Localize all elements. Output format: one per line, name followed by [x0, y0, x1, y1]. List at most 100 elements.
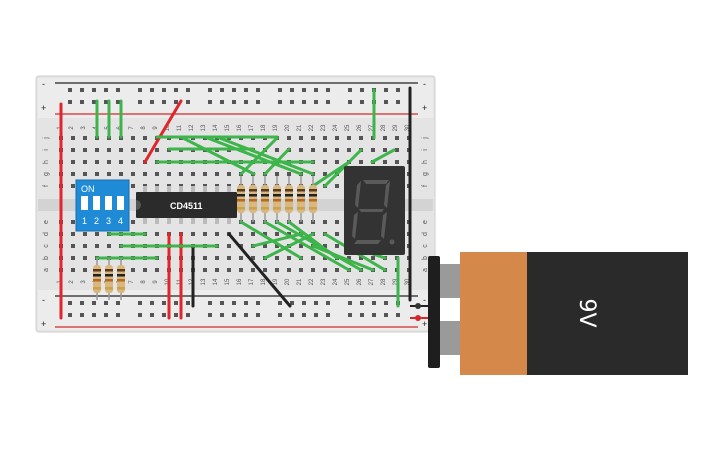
breadboard-hole[interactable] — [383, 160, 387, 164]
breadboard-hole[interactable] — [83, 172, 87, 176]
breadboard-hole[interactable] — [232, 313, 236, 317]
resistor[interactable] — [93, 258, 101, 300]
breadboard-hole[interactable] — [131, 136, 135, 140]
breadboard-hole[interactable] — [191, 232, 195, 236]
breadboard-hole[interactable] — [104, 301, 108, 305]
breadboard-hole[interactable] — [396, 313, 400, 317]
breadboard-hole[interactable] — [239, 268, 243, 272]
breadboard-hole[interactable] — [251, 256, 255, 260]
breadboard-hole[interactable] — [143, 148, 147, 152]
breadboard-hole[interactable] — [359, 256, 363, 260]
breadboard-hole[interactable] — [395, 148, 399, 152]
wire-green[interactable] — [239, 136, 279, 176]
breadboard-hole[interactable] — [360, 313, 364, 317]
breadboard-hole[interactable] — [232, 88, 236, 92]
breadboard-hole[interactable] — [302, 88, 306, 92]
breadboard-hole[interactable] — [348, 301, 352, 305]
breadboard-hole[interactable] — [314, 301, 318, 305]
breadboard-hole[interactable] — [371, 148, 375, 152]
breadboard-hole[interactable] — [335, 184, 339, 188]
breadboard-hole[interactable] — [335, 244, 339, 248]
resistor-array-inputs[interactable] — [93, 258, 125, 300]
breadboard-hole[interactable] — [287, 172, 291, 176]
breadboard-hole[interactable] — [174, 313, 178, 317]
breadboard-hole[interactable] — [80, 88, 84, 92]
breadboard-hole[interactable] — [68, 88, 72, 92]
breadboard-hole[interactable] — [263, 244, 267, 248]
breadboard-hole[interactable] — [256, 100, 260, 104]
breadboard-hole[interactable] — [162, 313, 166, 317]
breadboard-hole[interactable] — [326, 100, 330, 104]
breadboard-hole[interactable] — [232, 301, 236, 305]
breadboard-hole[interactable] — [278, 313, 282, 317]
breadboard-hole[interactable] — [186, 88, 190, 92]
breadboard-hole[interactable] — [244, 100, 248, 104]
cd4511-chip[interactable]: CD4511 — [136, 186, 237, 224]
breadboard-hole[interactable] — [71, 220, 75, 224]
breadboard-hole[interactable] — [203, 232, 207, 236]
wire-green[interactable] — [263, 147, 291, 176]
breadboard-hole[interactable] — [107, 160, 111, 164]
breadboard-hole[interactable] — [203, 256, 207, 260]
breadboard-hole[interactable] — [150, 313, 154, 317]
breadboard-hole[interactable] — [232, 100, 236, 104]
breadboard-hole[interactable] — [155, 148, 159, 152]
breadboard-hole[interactable] — [143, 268, 147, 272]
breadboard-hole[interactable] — [323, 244, 327, 248]
breadboard-hole[interactable] — [104, 88, 108, 92]
breadboard-hole[interactable] — [215, 256, 219, 260]
breadboard-hole[interactable] — [191, 172, 195, 176]
breadboard-hole[interactable] — [244, 313, 248, 317]
breadboard-hole[interactable] — [208, 100, 212, 104]
breadboard-hole[interactable] — [138, 313, 142, 317]
breadboard-hole[interactable] — [71, 160, 75, 164]
breadboard-hole[interactable] — [275, 148, 279, 152]
breadboard-hole[interactable] — [174, 100, 178, 104]
breadboard-hole[interactable] — [116, 100, 120, 104]
breadboard-hole[interactable] — [71, 172, 75, 176]
breadboard-hole[interactable] — [275, 172, 279, 176]
resistor[interactable] — [285, 176, 293, 222]
breadboard-hole[interactable] — [335, 160, 339, 164]
breadboard-hole[interactable] — [360, 100, 364, 104]
breadboard-hole[interactable] — [227, 256, 231, 260]
breadboard-hole[interactable] — [162, 88, 166, 92]
breadboard-hole[interactable] — [335, 232, 339, 236]
breadboard-hole[interactable] — [71, 184, 75, 188]
breadboard-hole[interactable] — [95, 160, 99, 164]
breadboard-hole[interactable] — [290, 301, 294, 305]
breadboard-hole[interactable] — [104, 313, 108, 317]
dip-toggle-1[interactable] — [81, 196, 88, 210]
breadboard-hole[interactable] — [138, 301, 142, 305]
breadboard-hole[interactable] — [314, 88, 318, 92]
breadboard-hole[interactable] — [348, 313, 352, 317]
breadboard-hole[interactable] — [275, 268, 279, 272]
breadboard-hole[interactable] — [335, 268, 339, 272]
resistor[interactable] — [237, 176, 245, 222]
breadboard-hole[interactable] — [239, 256, 243, 260]
breadboard-hole[interactable] — [278, 88, 282, 92]
breadboard-hole[interactable] — [119, 172, 123, 176]
breadboard-hole[interactable] — [92, 313, 96, 317]
breadboard-hole[interactable] — [131, 184, 135, 188]
breadboard-hole[interactable] — [150, 301, 154, 305]
wire-green[interactable] — [323, 148, 363, 188]
breadboard-hole[interactable] — [186, 301, 190, 305]
breadboard-hole[interactable] — [220, 88, 224, 92]
breadboard-hole[interactable] — [359, 160, 363, 164]
wires[interactable] — [59, 86, 412, 320]
resistor[interactable] — [105, 258, 113, 300]
breadboard-hole[interactable] — [396, 88, 400, 92]
breadboard-hole[interactable] — [348, 100, 352, 104]
breadboard-hole[interactable] — [203, 172, 207, 176]
breadboard-hole[interactable] — [131, 268, 135, 272]
breadboard-hole[interactable] — [208, 313, 212, 317]
breadboard-hole[interactable] — [299, 268, 303, 272]
breadboard-hole[interactable] — [263, 268, 267, 272]
breadboard-hole[interactable] — [275, 244, 279, 248]
breadboard-hole[interactable] — [287, 268, 291, 272]
breadboard-hole[interactable] — [116, 301, 120, 305]
breadboard-hole[interactable] — [155, 268, 159, 272]
breadboard-hole[interactable] — [256, 313, 260, 317]
breadboard-hole[interactable] — [326, 88, 330, 92]
